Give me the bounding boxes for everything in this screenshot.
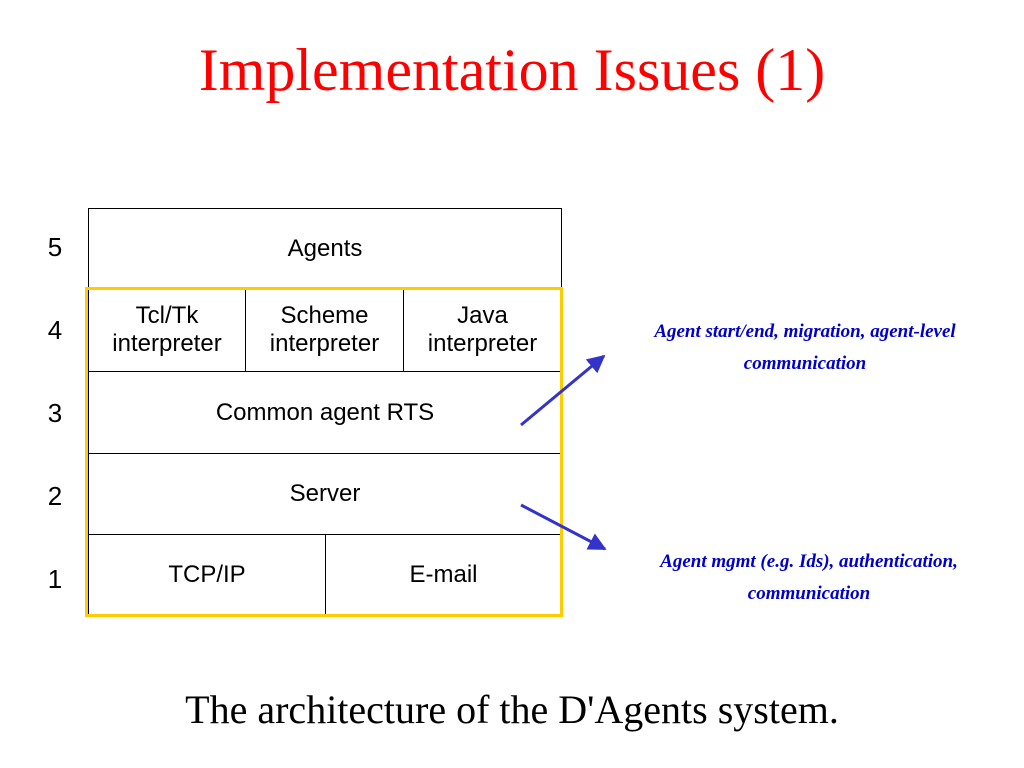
layer-tcpip-label: TCP/IP — [168, 561, 246, 588]
divider-scheme-java — [403, 288, 404, 372]
layer-java-label: Java interpreter — [427, 302, 538, 357]
annotation-upper: Agent start/end, migration, agent-level … — [654, 321, 956, 374]
layer-server-label: Server — [289, 480, 361, 507]
layer-agents-label: Agents — [287, 234, 363, 262]
divider-3-2 — [88, 453, 562, 454]
layer-tcpip: TCP/IP — [89, 535, 325, 615]
divider-4-3 — [88, 371, 562, 372]
figure-caption: The architecture of the D'Agents system. — [185, 687, 839, 732]
layer-number-5: 5 — [47, 232, 63, 262]
layer-tcltk-interpreter: Tcl/Tk interpreter — [89, 289, 245, 371]
divider-tcltk-scheme — [245, 288, 246, 372]
layer-scheme-label: Scheme interpreter — [269, 302, 380, 357]
layer-tcltk-label: Tcl/Tk interpreter — [112, 302, 222, 357]
layer-scheme-interpreter: Scheme interpreter — [246, 289, 403, 371]
layer-number-2: 2 — [47, 481, 63, 511]
layer-number-1: 1 — [47, 564, 63, 594]
layer-email: E-mail — [326, 535, 561, 615]
layer-common-agent-rts: Common agent RTS — [89, 372, 561, 453]
slide-title: Implementation Issues (1) — [198, 37, 826, 103]
arrow-upper — [520, 354, 606, 427]
layer-number-4: 4 — [47, 315, 63, 345]
arrow-lower — [520, 503, 607, 551]
layer-server: Server — [89, 454, 561, 534]
layer-rts-label: Common agent RTS — [215, 398, 435, 426]
layer-java-interpreter: Java interpreter — [404, 289, 561, 371]
divider-tcpip-email — [325, 534, 326, 616]
annotation-lower: Agent mgmt (e.g. Ids), authentication, c… — [660, 551, 958, 604]
layer-agents: Agents — [89, 209, 561, 288]
layer-number-3: 3 — [47, 398, 63, 428]
layer-email-label: E-mail — [409, 561, 478, 588]
